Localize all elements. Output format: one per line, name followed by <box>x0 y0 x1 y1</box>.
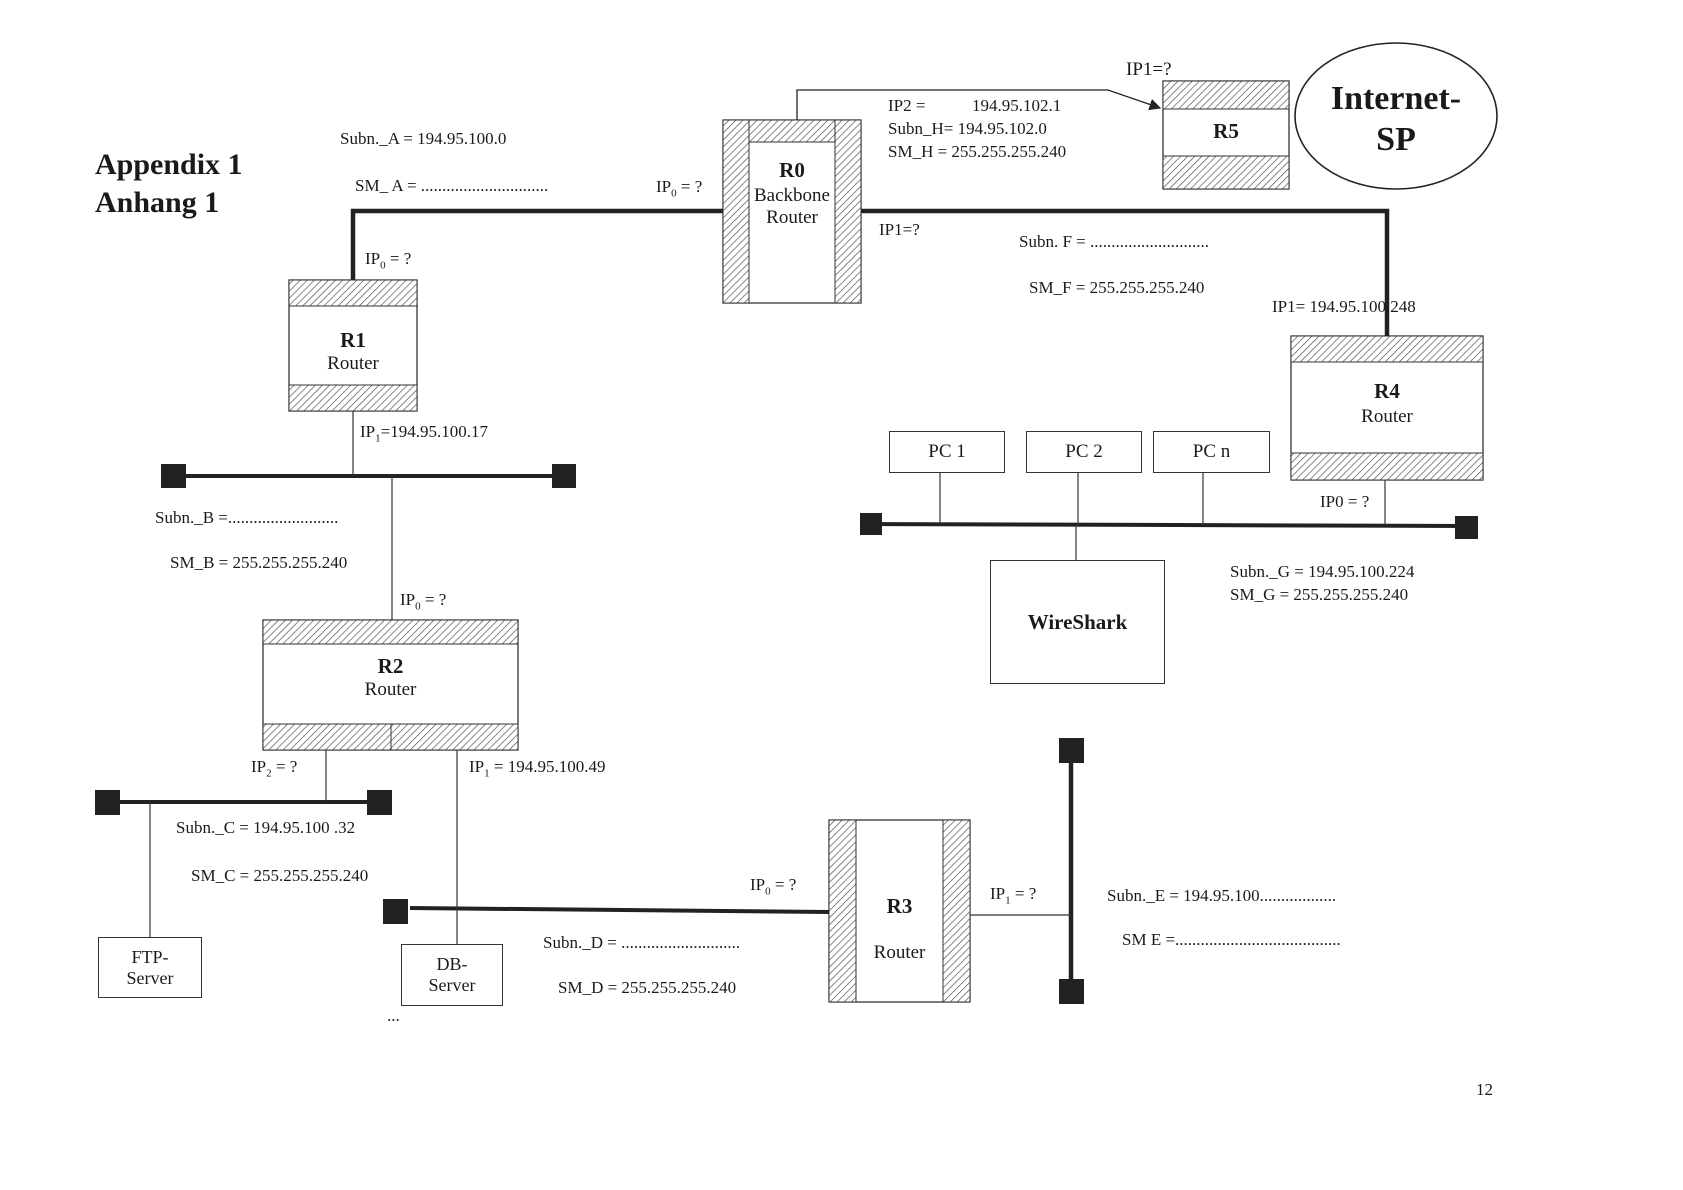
r2-name: R2 <box>377 654 404 678</box>
db-server-line1: DB- <box>436 954 468 974</box>
r2-ip0-label: IP0 = ? <box>400 590 447 613</box>
ftp-server-box: FTP- Server <box>98 937 202 998</box>
wireshark-label: WireShark <box>1027 609 1128 634</box>
r1-top-hatch <box>288 279 418 307</box>
r5-name: R5 <box>1213 119 1239 143</box>
r3-type: Router <box>873 942 926 963</box>
r4-name: R4 <box>1374 379 1400 403</box>
sm-d-label: SM_D = 255.255.255.240 <box>558 978 737 997</box>
subn-a-label: Subn._A = 194.95.100.0 <box>340 129 507 148</box>
subn-h-label: Subn_H= 194.95.102.0 <box>888 119 1047 138</box>
r4-ip0-label: IP0 = ? <box>1320 492 1370 511</box>
r0-name: R0 <box>779 158 805 182</box>
r4-ip1-label: IP1= 194.95.100.248 <box>1272 297 1416 316</box>
bus-d-terminator <box>383 899 408 924</box>
subn-c-label: Subn._C = 194.95.100 .32 <box>176 818 356 837</box>
sm-c-label: SM_C = 255.255.255.240 <box>191 866 369 885</box>
bus-b-terminator-right <box>552 464 576 488</box>
appendix-title-de: Anhang 1 <box>95 186 220 219</box>
ftp-server-line1: FTP- <box>131 946 169 967</box>
pcn-box: PC n <box>1153 431 1270 473</box>
r1-bottom-hatch <box>288 384 418 412</box>
r2-ip2-label: IP2 = ? <box>251 757 298 780</box>
sm-f-label: SM_F = 255.255.255.240 <box>1029 278 1205 297</box>
r2-top-hatch <box>262 619 519 645</box>
appendix-title-en: Appendix 1 <box>95 148 243 181</box>
bus-e-terminator-top <box>1059 738 1084 763</box>
r2-bottom-left-hatch <box>262 723 392 751</box>
bus-g-terminator-left <box>860 513 882 535</box>
r0-top-hatch <box>748 119 836 143</box>
internet-sp-ellipse <box>1294 42 1498 190</box>
internet-sp-line2: SP <box>1376 121 1416 158</box>
r1-ip1-label: IP1=194.95.100.17 <box>360 422 488 445</box>
pc2-label: PC 2 <box>1065 441 1103 462</box>
r1-type: Router <box>327 353 379 374</box>
subn-e-label: Subn._E = 194.95.100.................. <box>1107 886 1337 905</box>
r3-name: R3 <box>886 894 913 918</box>
r0-right-hatch <box>834 119 862 304</box>
sm-b-label: SM_B = 255.255.255.240 <box>170 553 348 572</box>
r1-name: R1 <box>340 328 366 352</box>
bus-e-terminator-bottom <box>1059 979 1084 1004</box>
r3-ip0-label: IP0 = ? <box>750 875 797 898</box>
r0-to-r5-arrow <box>796 89 1162 120</box>
sm-a-label: SM_ A = .............................. <box>355 176 549 195</box>
pc1-box: PC 1 <box>889 431 1005 473</box>
r4-top-hatch <box>1290 335 1484 363</box>
db-server-box: DB- Server <box>401 944 503 1006</box>
r2-bottom-right-hatch <box>390 723 519 751</box>
bus-c-terminator-right <box>367 790 392 815</box>
subn-b-label: Subn._B =.......................... <box>155 508 339 527</box>
bus-g-terminator-right <box>1455 516 1478 539</box>
db-server-line2: Server <box>428 975 476 995</box>
r0-ip0-label: IP0 = ? <box>656 177 703 200</box>
link-subnet-d <box>409 906 830 914</box>
link-subnet-f <box>861 208 1390 336</box>
subn-g-label: Subn._G = 194.95.100.224 <box>1230 562 1415 581</box>
bus-c-terminator-left <box>95 790 120 815</box>
r3-left-hatch <box>828 819 857 1003</box>
subn-f-label: Subn. F = ............................ <box>1019 232 1209 251</box>
pcn-label: PC n <box>1192 441 1231 462</box>
ftp-server-line2: Server <box>126 967 174 988</box>
sm-h-label: SM_H = 255.255.255.240 <box>888 142 1067 161</box>
wireshark-box: WireShark <box>990 560 1165 684</box>
pc1-label: PC 1 <box>928 441 966 462</box>
r0-ip2-label: IP2 = <box>888 96 926 115</box>
r5-ip1-label: IP1=? <box>1126 59 1172 80</box>
r2-ip1-label: IP1 = 194.95.100.49 <box>469 757 606 780</box>
db-server-ellipsis: ... <box>387 1006 400 1025</box>
sm-e-label: SM E =..................................… <box>1122 930 1341 949</box>
pc2-box: PC 2 <box>1026 431 1142 473</box>
r2-type: Router <box>364 679 417 700</box>
sm-g-label: SM_G = 255.255.255.240 <box>1230 585 1409 604</box>
bus-b-terminator-left <box>161 464 186 488</box>
r3-ip1-label: IP1 = ? <box>990 884 1037 907</box>
r5-top-hatch <box>1162 80 1290 110</box>
r0-line3: Router <box>766 207 818 228</box>
internet-sp-line1: Internet- <box>1330 80 1462 117</box>
subn-d-label: Subn._D = ............................ <box>543 933 741 952</box>
r1-ip0-label: IP0 = ? <box>365 249 412 272</box>
r4-bottom-hatch <box>1290 452 1484 481</box>
r0-ip1-label: IP1=? <box>879 220 920 239</box>
r0-ip2-value: 194.95.102.1 <box>972 96 1062 115</box>
bus-subnet-g <box>869 522 1467 528</box>
link-subnet-a <box>350 208 723 280</box>
r5-bottom-hatch <box>1162 155 1290 190</box>
r4-type: Router <box>1361 406 1413 427</box>
r3-right-hatch <box>942 819 971 1003</box>
r0-line2: Backbone <box>754 185 830 206</box>
page-number: 12 <box>1476 1080 1493 1099</box>
r0-left-hatch <box>722 119 750 304</box>
